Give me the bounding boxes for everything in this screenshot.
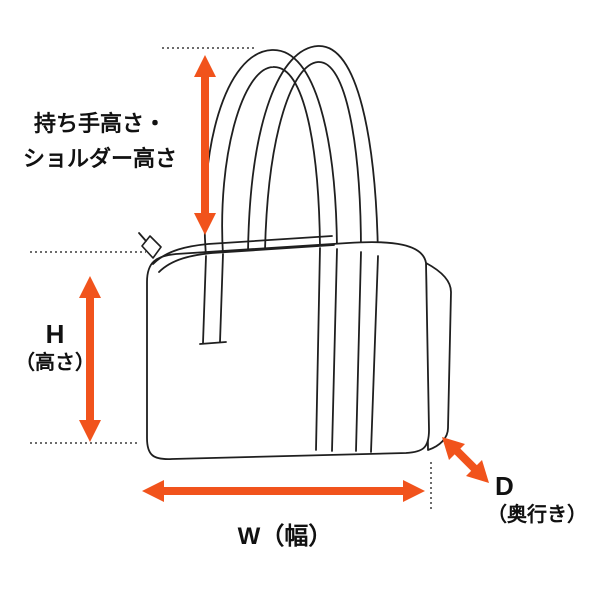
strap-rear-right-a <box>355 251 362 452</box>
zipper-pull-icon <box>141 235 162 259</box>
handle-height-label: 持ち手高さ・ ショルダー高さ <box>10 106 190 176</box>
arrow-head-left <box>142 480 164 502</box>
bag-side-panel <box>425 262 452 451</box>
arrow-head-upleft <box>442 437 465 460</box>
depth-unit: （奥行き） <box>487 503 587 526</box>
width-text: W（幅） <box>237 523 333 550</box>
height-unit: （高さ） <box>15 351 95 374</box>
bag-height-label: H （高さ） <box>12 319 98 376</box>
arrow-shaft <box>453 447 478 472</box>
bag-height-arrow <box>79 276 101 442</box>
zipper-pull-tab <box>138 232 147 242</box>
arrow-head-down <box>79 420 101 442</box>
bag-drawing <box>138 45 452 460</box>
zipper-line-lower <box>158 244 335 273</box>
handle-front-inner <box>221 66 321 256</box>
guide-lines <box>30 47 432 512</box>
zipper-line-upper <box>152 235 333 265</box>
arrow-head-down <box>194 213 216 235</box>
strap-front-left-cap <box>199 341 227 345</box>
bag-depth-arrow <box>442 437 489 483</box>
bag-width-arrow <box>142 480 425 502</box>
handle-height-arrow <box>194 55 216 235</box>
strap-rear-right-b <box>370 255 379 453</box>
handle-height-line1: 持ち手高さ・ <box>33 111 166 136</box>
handle-front-outer <box>203 49 338 258</box>
arrow-head-up <box>79 276 101 298</box>
depth-letter: D <box>495 471 514 501</box>
handle-height-line2: ショルダー高さ <box>22 146 177 172</box>
strap-front-left-a <box>202 255 207 344</box>
dimension-arrows <box>79 55 489 502</box>
handle-rear-inner <box>264 61 362 253</box>
arrow-head-up <box>194 55 216 77</box>
height-letter: H <box>45 319 65 349</box>
bag-depth-label: D （奥行き） <box>487 471 597 528</box>
arrow-head-right <box>403 480 425 502</box>
strap-front-left-b <box>219 253 224 343</box>
bag-width-label: W（幅） <box>200 518 370 556</box>
bag-front-panel <box>146 241 430 460</box>
handle-rear-outer <box>247 45 379 256</box>
strap-front-right-a <box>315 247 321 451</box>
strap-front-right-b <box>331 248 338 452</box>
arrow-head-downright <box>466 460 489 483</box>
